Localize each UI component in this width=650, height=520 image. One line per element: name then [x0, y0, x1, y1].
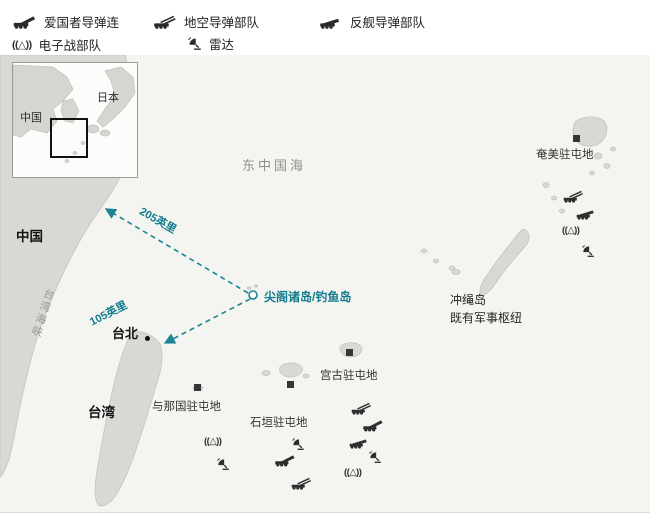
label-taiwan: 台湾 [88, 405, 115, 420]
okinawa-island [479, 228, 530, 297]
senkaku-marker [248, 290, 258, 300]
inset-japan [96, 66, 136, 128]
label-amami-garrison: 奄美驻屯地 [536, 149, 594, 161]
label-ishigaki-garrison: 石垣驻屯地 [250, 417, 308, 429]
map-area: 东中国海 中国 台湾海峡 台北 台湾 尖阁诸岛/钓鱼岛 205英里 105英里 … [0, 55, 650, 513]
patriot-missile-icon [12, 14, 37, 29]
miyako-radar-icon [368, 450, 382, 464]
amami-sam-missile-icon [562, 189, 584, 203]
legend-label-radar: 雷达 [209, 38, 235, 52]
label-china: 中国 [16, 229, 43, 244]
label-miyako-garrison: 宫古驻屯地 [320, 370, 378, 382]
miyako-antiship-missile-icon [348, 435, 370, 449]
distance-line-105 [163, 298, 251, 344]
electronic-warfare-icon: ((△)) [12, 38, 32, 51]
legend-label-sam: 地空导弹部队 [184, 16, 260, 30]
taiwan-island [94, 331, 163, 507]
label-yonaguni-garrison: 与那国驻屯地 [152, 401, 221, 413]
ishigaki-radar-icon [291, 437, 305, 451]
inset-label-japan: 日本 [97, 92, 119, 104]
label-okinawa-sub: 既有军事枢纽 [450, 311, 523, 325]
yonaguni-garrison-marker [194, 384, 201, 391]
distance-lines [104, 208, 251, 344]
legend-label-antiship: 反舰导弹部队 [350, 16, 426, 30]
ishigaki-garrison-marker [287, 381, 294, 388]
yonaguni-radar-icon [216, 457, 230, 471]
ishigaki-sam-missile-icon [290, 476, 312, 490]
miyako-garrison-marker [346, 349, 353, 356]
amami-antiship-missile-icon [575, 206, 597, 220]
inset-label-china: 中国 [20, 112, 42, 124]
miyako-ew-icon: ((△)) [344, 467, 362, 478]
label-okinawa: 冲绳岛 [450, 293, 487, 307]
label-senkaku: 尖阁诸岛/钓鱼岛 [264, 290, 352, 304]
inset-korea [60, 98, 80, 124]
inset-china [12, 64, 74, 138]
distance-line-205 [104, 208, 249, 294]
inset-map: 日本 中国 [12, 62, 138, 178]
senkaku-islets [246, 286, 252, 290]
ishigaki-island [279, 362, 303, 378]
legend-item-sam: 地空导弹部队 [152, 12, 259, 31]
antiship-missile-icon [318, 14, 343, 29]
amami-radar-icon [581, 244, 595, 258]
legend-item-patriot: 爱国者导弹连 [12, 12, 119, 31]
amami-garrison-marker [573, 135, 580, 142]
label-taipei: 台北 [112, 326, 139, 341]
legend-label-ew: 电子战部队 [38, 39, 102, 53]
yonaguni-ew-icon: ((△)) [204, 436, 222, 447]
sam-missile-icon [152, 14, 177, 29]
ishigaki-patriot-missile-icon [274, 453, 296, 467]
legend-item-radar: 雷达 [187, 34, 234, 53]
inset-geography [12, 64, 136, 163]
legend-item-antiship: 反舰导弹部队 [318, 12, 425, 31]
taipei-dot [145, 336, 150, 341]
legend-item-ew: ((△)) 电子战部队 [12, 35, 101, 54]
radar-icon [187, 36, 202, 51]
amami-ew-icon: ((△)) [562, 225, 580, 236]
legend-label-patriot: 爱国者导弹连 [44, 16, 120, 30]
legend: 爱国者导弹连 地空导弹部队 反舰导弹部队 ((△)) 电子战部队 雷达 [0, 0, 650, 55]
label-east-china-sea: 东中国海 [242, 158, 307, 173]
miyako-sam-missile-icon [350, 401, 372, 415]
miyako-patriot-missile-icon [362, 418, 384, 432]
inset-focus-box [50, 118, 88, 158]
